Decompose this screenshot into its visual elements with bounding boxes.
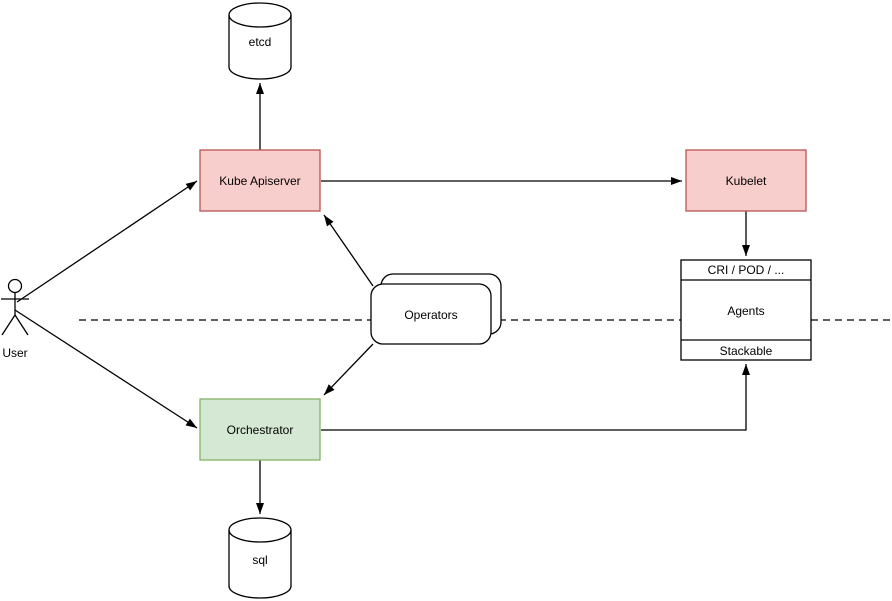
etcd-label: etcd (249, 35, 272, 49)
agents-stack-box (680, 259, 812, 361)
user-actor-head (7, 278, 23, 294)
cri-pod-header-label: CRI / POD / ... (708, 263, 785, 277)
sql-label: sql (252, 553, 267, 567)
operators-front-card (370, 283, 492, 345)
etcd-cylinder (228, 2, 292, 80)
operators-node: Operators (370, 273, 502, 345)
kubelet-node: Kubelet (685, 149, 807, 212)
stackable-label: Stackable (720, 344, 773, 358)
sql-node: sql (228, 517, 292, 599)
edge-operators-to-orchestrator (323, 343, 374, 396)
etcd-cylinder-rim (228, 14, 292, 28)
user-actor: User (1, 278, 29, 360)
kubelet-label: Kubelet (726, 174, 767, 188)
orchestrator-node: Orchestrator (199, 398, 321, 461)
user-label: User (2, 346, 27, 360)
kube-apiserver-label: Kube Apiserver (219, 174, 300, 188)
etcd-node: etcd (228, 2, 292, 80)
sql-cylinder-rim (228, 529, 292, 543)
sql-cylinder (228, 517, 292, 599)
edge-orchestrator-to-agents (321, 364, 750, 431)
kube-apiserver-node: Kube Apiserver (199, 149, 321, 212)
kubelet-box (685, 149, 807, 212)
agents-stack-node: CRI / POD / ... Agents Stackable (680, 259, 812, 361)
user-actor-right-leg (14, 314, 29, 336)
operators-label: Operators (404, 308, 457, 322)
kube-apiserver-box (199, 149, 321, 212)
edge-user-to-orchestrator (14, 309, 198, 429)
user-actor-left-leg (1, 314, 16, 336)
orchestrator-label: Orchestrator (227, 423, 294, 437)
agents-label: Agents (727, 304, 764, 318)
orchestrator-box (199, 398, 321, 461)
edge-user-to-apiserver (16, 180, 198, 303)
edge-operators-to-apiserver (323, 214, 374, 287)
